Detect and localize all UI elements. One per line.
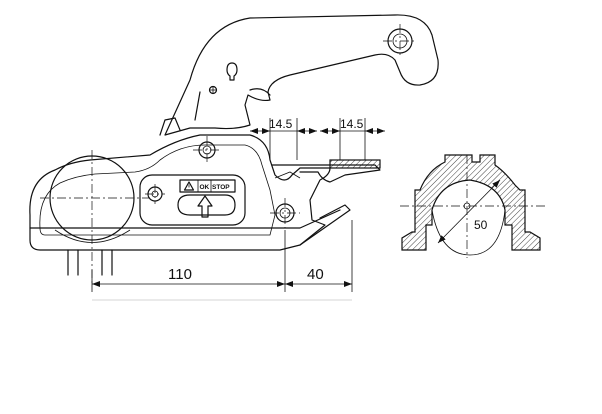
coupling-body: OK STOP [29, 14, 439, 285]
dimension-bottom-short: 40 [307, 266, 324, 283]
diameter-dimension-line [437, 179, 501, 244]
warning-label-panel [179, 179, 236, 193]
dimension-top-right: 14.5 [340, 117, 364, 131]
cross-section: 50 [400, 154, 545, 258]
cross-section-profile [401, 154, 541, 251]
latch-plate [271, 164, 381, 183]
stop-label: STOP [212, 184, 230, 191]
handle-lever [164, 14, 439, 136]
dimension-top-left: 14.5 [269, 117, 293, 131]
dimensions: 14.5 14.5 110 40 [91, 117, 385, 301]
dimension-bottom-long: 110 [168, 266, 192, 283]
diameter-value: 50 [474, 218, 488, 232]
up-arrow-icon [197, 195, 213, 218]
ok-label: OK [200, 184, 210, 191]
warning-triangle-icon [183, 181, 195, 191]
keyhole-slot [226, 62, 238, 81]
indicator-window [139, 174, 246, 226]
